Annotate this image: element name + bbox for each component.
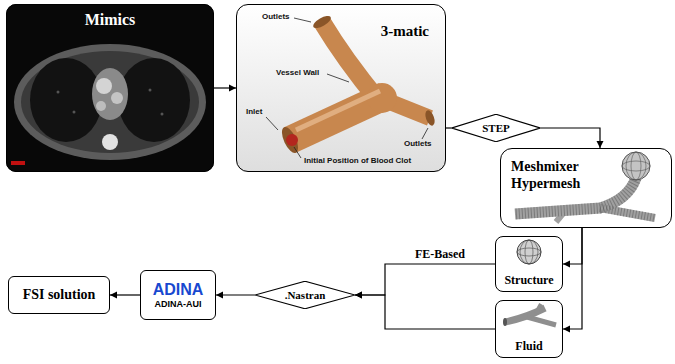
vessel-branch [322,22,378,100]
mesh-lines [517,248,541,256]
software-panel: Mimics [6,4,214,172]
connector [563,228,582,268]
ct-dot [149,89,152,92]
arrow-head [563,326,570,333]
connector [355,264,495,299]
model-label: Fluid [515,340,542,354]
vessel-highlight [296,91,380,130]
edge-label: FE-Based [413,248,467,261]
connector [216,292,255,299]
model-box: Fluid [495,300,563,358]
vessel-joint [367,83,397,113]
connector [110,292,140,299]
leader-line [294,147,301,158]
blood-clot [286,134,298,146]
connector [355,292,495,330]
leader-line [294,18,311,22]
vessel-outlet [424,109,437,127]
model-box: Structure [495,236,563,292]
panel-background [236,4,446,172]
ct-tissue [21,51,199,153]
format-label: STEP [482,122,510,135]
connector [214,85,236,92]
mesh-sphere [622,152,650,180]
mesh-lines [626,152,646,180]
arrow-head [563,261,570,268]
format-label: .Nastran [285,289,326,302]
ct-spine [102,134,118,150]
arrow-head [216,292,223,299]
connector-line [563,228,582,264]
solver-box: ADINAADINA-AUI [140,270,216,320]
panel-title: Mimics [85,11,136,29]
fluid-vessel [527,317,556,325]
ct-mediastinum [92,68,128,120]
ct-vessel [96,101,106,111]
mesh-lines [600,208,655,218]
diamond-shape [255,281,355,308]
mesh-lines [525,240,533,264]
fluid-inlet [503,318,507,326]
mesh-lines [631,152,641,180]
ct-dot [57,91,60,94]
fluid-vessel [536,304,541,313]
mesh-vessel [556,211,565,222]
arrow-head [229,85,236,92]
solver-name: ADINA-AUI [155,299,202,309]
connector [563,228,582,333]
vessel-outlet [311,14,332,31]
format-diamond: .Nastran [255,281,355,309]
vessel-inlet [279,125,302,155]
callout-label: Inlet [246,108,262,117]
connector-line [355,295,495,329]
connector-line [563,228,582,329]
connector-line [540,128,600,148]
ct-body [14,44,206,160]
leader-line [266,117,278,130]
callout-label: Outlets [262,13,290,22]
ct-lung [30,58,102,142]
ct-vessel [111,92,123,104]
ct-dot [73,111,76,114]
ct-vessel [96,78,112,94]
model-label: Structure [504,274,553,288]
diamond-shape [452,114,540,141]
software-panel: Meshmixer Hypermesh [500,148,672,228]
structure-sphere [517,240,541,264]
result-box: FSI solution [8,276,110,314]
leader-line [327,74,349,82]
result-label: FSI solution [23,287,96,303]
callout-label: Initial Position of Blood Clot [304,157,411,166]
panel-title: 3-matic [381,23,429,40]
connector-line [355,264,495,295]
arrow-head [355,292,362,299]
mesh-vessel [600,208,655,218]
leader-line [422,128,428,139]
ct-background [6,4,214,172]
callout-label: Vessel Wall [276,69,319,78]
ct-lung [118,58,190,142]
connector [540,128,604,148]
callout-label: Outlets [404,140,432,149]
solver-logo: ADINA [153,281,204,299]
arrow-head [597,141,604,148]
format-diamond: STEP [452,114,540,142]
arrow-head [110,292,117,299]
panel-title: Meshmixer Hypermesh [511,158,603,192]
ct-marker [11,161,25,165]
panel-background [500,148,672,228]
ct-dot [161,113,164,116]
arrow-head [355,292,362,299]
mesh-lines [520,240,538,264]
